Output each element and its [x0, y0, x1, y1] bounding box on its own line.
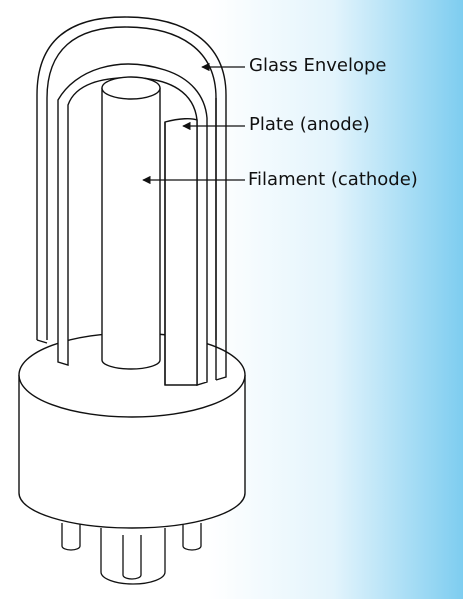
base-pins	[61, 523, 202, 585]
filament-body	[101, 88, 161, 370]
key-pin-center	[122, 535, 142, 580]
envelope-outer	[36, 16, 227, 340]
label-glass-envelope: Glass Envelope	[249, 55, 387, 76]
filament-top	[101, 76, 161, 100]
plate-anode	[57, 63, 208, 386]
pin-right	[182, 523, 202, 551]
pin-left	[61, 523, 81, 551]
leader-lines	[142, 62, 245, 185]
filament-cathode	[101, 76, 161, 370]
envelope-edge-left	[36, 339, 48, 344]
label-plate-anode: Plate (anode)	[249, 114, 370, 135]
base-body	[18, 375, 246, 529]
label-filament-cathode: Filament (cathode)	[248, 169, 418, 190]
plate-front	[164, 117, 198, 386]
envelope-edge-right	[215, 340, 227, 381]
tube-base	[18, 332, 246, 529]
